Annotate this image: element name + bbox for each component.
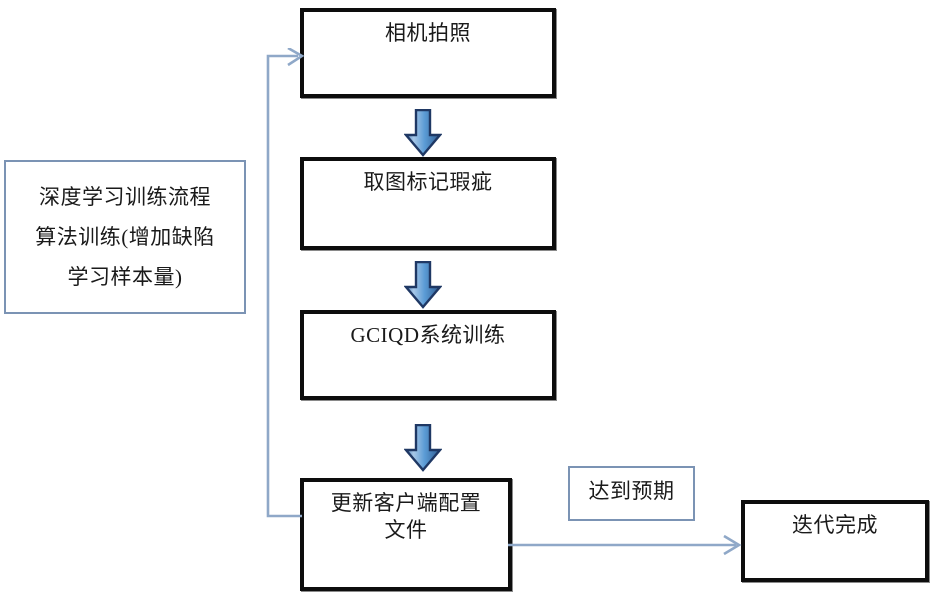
note-box-deep-learning-training-process: 深度学习训练流程 算法训练(增加缺陷 学习样本量) bbox=[4, 160, 246, 314]
node-label-camera-capture: 相机拍照 bbox=[385, 21, 471, 45]
node-iteration-complete[interactable]: 迭代完成 bbox=[741, 500, 929, 582]
connector-feedback-loop-to-camera-capture bbox=[262, 46, 312, 526]
node-update-client-config-file[interactable]: 更新客户端配置 文件 bbox=[300, 478, 512, 591]
connector-update-config-to-iteration-complete bbox=[508, 530, 748, 560]
node-label-update-client-config-file: 更新客户端配置 文件 bbox=[330, 491, 482, 542]
node-capture-mark-defect[interactable]: 取图标记瑕疵 bbox=[300, 157, 556, 250]
node-label-iteration-complete: 迭代完成 bbox=[792, 513, 878, 537]
down-arrow-icon-1 bbox=[403, 108, 443, 157]
down-arrow-icon-3 bbox=[403, 423, 443, 472]
note-label-deep-learning-training-process: 深度学习训练流程 算法训练(增加缺陷 学习样本量) bbox=[35, 185, 215, 289]
node-camera-capture[interactable]: 相机拍照 bbox=[300, 8, 556, 98]
down-arrow-icon-2 bbox=[403, 260, 443, 309]
node-label-capture-mark-defect: 取图标记瑕疵 bbox=[363, 170, 493, 194]
note-box-meets-expectation: 达到预期 bbox=[568, 466, 695, 521]
node-gciqd-system-training[interactable]: GCIQD系统训练 bbox=[300, 310, 556, 400]
node-label-gciqd-system-training: GCIQD系统训练 bbox=[350, 323, 506, 347]
note-label-meets-expectation: 达到预期 bbox=[588, 479, 675, 503]
